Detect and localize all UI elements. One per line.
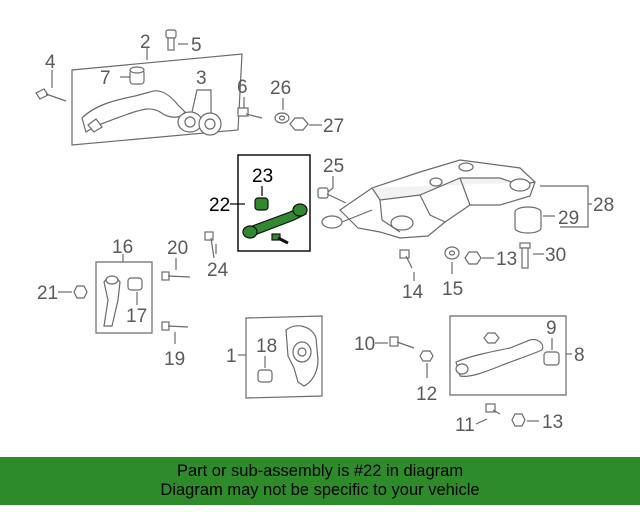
footer-line-2: Diagram may not be specific to your vehi… (160, 481, 480, 499)
callout-14[interactable]: 14 (402, 282, 424, 303)
callout-15[interactable]: 15 (442, 279, 463, 300)
nut-13-upper: 13 (464, 249, 517, 270)
bolt-14: 14 (399, 249, 424, 303)
callout-2[interactable]: 2 (140, 32, 151, 53)
bushing-9 (543, 351, 560, 366)
bolt-30: 30 (519, 242, 566, 269)
callout-17[interactable]: 17 (126, 306, 147, 327)
nut-12: 12 (416, 350, 437, 405)
washer-26: 26 (270, 78, 291, 124)
part-22-box: 23 22 (209, 154, 311, 252)
callout-21[interactable]: 21 (37, 283, 58, 304)
footer-line-1: Part or sub-assembly is #22 in diagram (176, 462, 464, 480)
bolt-11: 11 (455, 403, 501, 436)
callout-25[interactable]: 25 (323, 156, 344, 177)
bolt-5: 5 (165, 29, 202, 56)
callout-18[interactable]: 18 (256, 336, 277, 357)
callout-1[interactable]: 1 (226, 346, 237, 367)
bolt-19: 19 (161, 321, 189, 370)
callout-22[interactable]: 22 (209, 195, 230, 216)
callout-20[interactable]: 20 (167, 238, 188, 259)
callout-24[interactable]: 24 (207, 260, 229, 281)
callout-23[interactable]: 23 (252, 166, 273, 187)
nut-13-lower: 13 (511, 412, 563, 433)
callout-13a[interactable]: 13 (496, 249, 517, 270)
nut-21: 21 (37, 283, 88, 304)
lower-arm (455, 339, 544, 377)
knuckle-arm-group: 16 17 (95, 237, 153, 334)
callout-9[interactable]: 9 (546, 318, 557, 339)
washer-15: 15 (442, 246, 463, 300)
bolt-24: 24 (204, 231, 229, 281)
callout-26[interactable]: 26 (270, 78, 291, 99)
callout-5[interactable]: 5 (191, 35, 202, 56)
callout-28[interactable]: 28 (593, 195, 614, 216)
bolt-10: 10 (354, 334, 415, 355)
bolt-25: 25 (317, 156, 347, 204)
parts-diagram: 2 7 3 4 5 6 26 (35, 29, 614, 436)
callout-13b[interactable]: 13 (542, 412, 563, 433)
callout-8[interactable]: 8 (574, 345, 585, 366)
callout-6[interactable]: 6 (237, 77, 248, 98)
callout-19[interactable]: 19 (164, 349, 185, 370)
upper-arm-group: 2 7 3 (71, 32, 243, 146)
bushing-17 (127, 277, 143, 291)
nut-27: 27 (289, 116, 344, 137)
knuckle-group: 1 18 (226, 315, 323, 399)
subframe: 28 29 (321, 159, 614, 239)
callout-7[interactable]: 7 (100, 68, 111, 89)
callout-16[interactable]: 16 (112, 237, 133, 258)
bolt-20: 20 (161, 238, 191, 281)
callout-12[interactable]: 12 (416, 384, 437, 405)
callout-30[interactable]: 30 (545, 245, 566, 266)
callout-4[interactable]: 4 (45, 52, 56, 73)
callout-11[interactable]: 11 (455, 415, 475, 436)
bolt-4: 4 (35, 52, 67, 102)
bolt-6: 6 (237, 77, 263, 119)
callout-29[interactable]: 29 (558, 208, 579, 229)
callout-3[interactable]: 3 (196, 68, 207, 89)
callout-27[interactable]: 27 (323, 116, 344, 137)
bushing-23 (254, 197, 269, 211)
bushing-18 (257, 369, 273, 383)
footer-banner: Part or sub-assembly is #22 in diagram D… (0, 457, 640, 505)
lower-arm-group: 8 9 (449, 315, 585, 396)
callout-10[interactable]: 10 (354, 334, 375, 355)
